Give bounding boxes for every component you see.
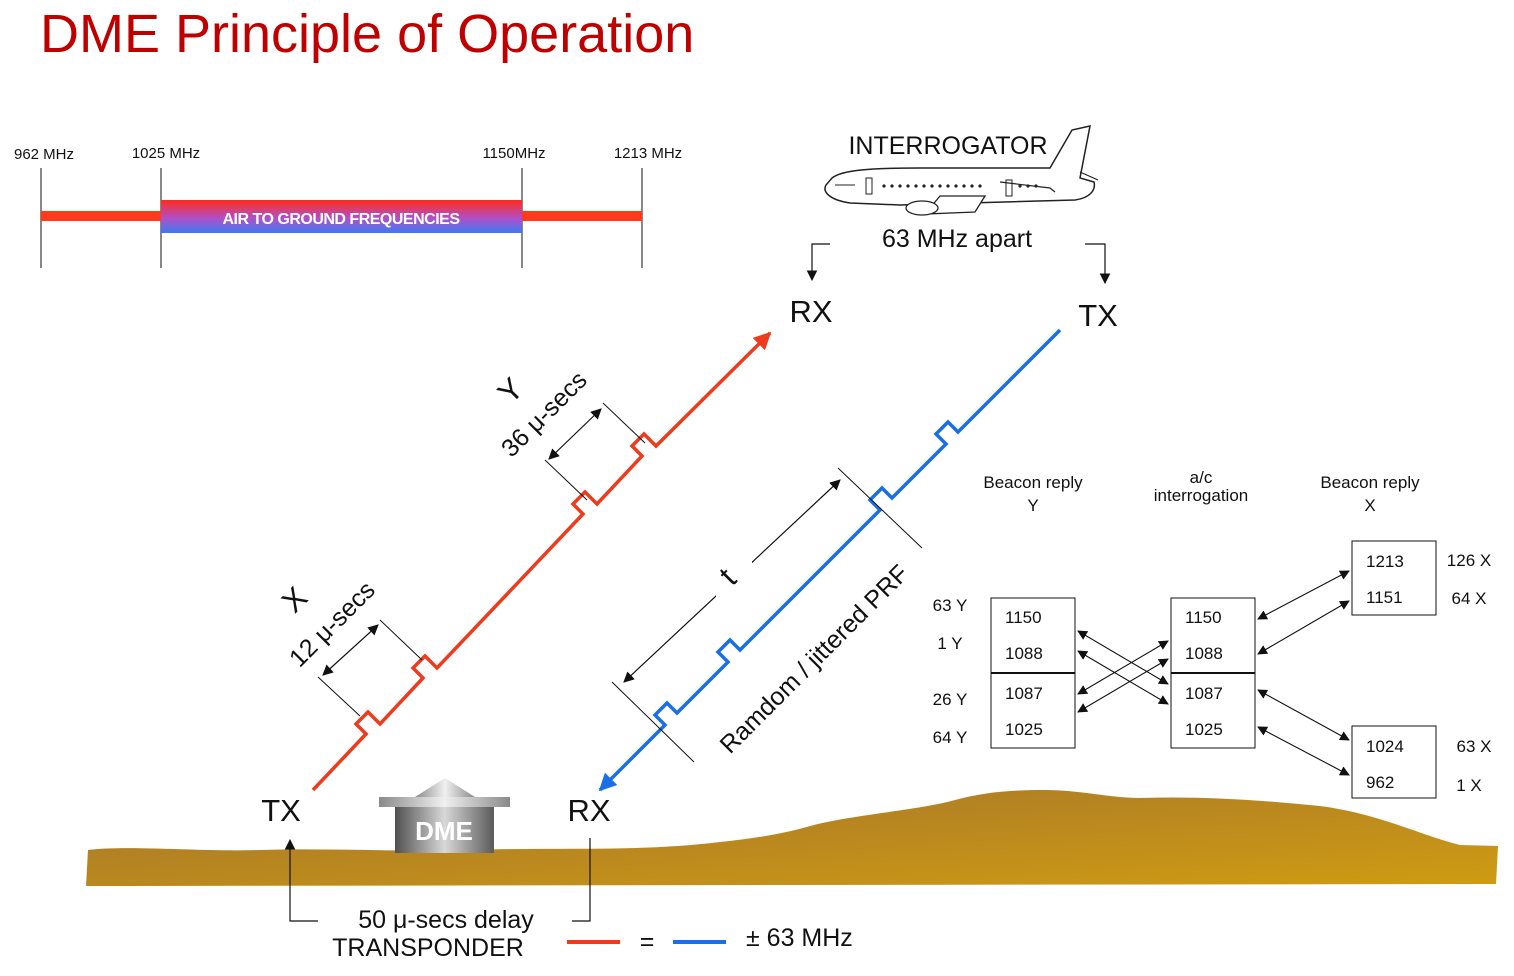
ground-terrain <box>86 790 1498 886</box>
band-label: AIR TO GROUND FREQUENCIES <box>223 211 461 228</box>
separation-label: 63 MHz apart <box>882 225 1032 253</box>
beacon-x-value: 1151 <box>1366 588 1403 607</box>
channel-63y: 63 Y <box>933 596 968 615</box>
air-to-ground-band <box>161 200 522 233</box>
y-spacing-dimension <box>544 402 646 501</box>
beacon-y-value: 1088 <box>1005 644 1043 663</box>
interrogation-value: 1088 <box>1185 644 1223 663</box>
interrogator-label: INTERROGATOR <box>848 132 1047 160</box>
freq-label-1150: 1150MHz <box>482 145 545 162</box>
interrogation-box: 1150 1088 1087 1025 <box>1170 597 1256 749</box>
transponder-label: TRANSPONDER <box>332 934 524 962</box>
interrogation-value: 1087 <box>1185 684 1223 703</box>
dme-station-label: DME <box>415 816 473 846</box>
freq-label-1213: 1213 MHz <box>614 145 682 162</box>
beacon-y-box: 1150 1088 1087 1025 <box>990 597 1076 749</box>
channel-1y: 1 Y <box>937 634 962 653</box>
freq-label-1025: 1025 MHz <box>132 145 200 162</box>
header-beacon-reply-y-line2: Y <box>1027 496 1038 515</box>
rx-bracket-arrow <box>806 243 830 282</box>
aircraft-rx-label: RX <box>789 294 832 329</box>
beacon-x-bottom-box: 1024 962 <box>1351 725 1437 799</box>
y-mode-arrows <box>1077 630 1169 713</box>
legend-text: ± 63 MHz <box>746 924 853 952</box>
header-beacon-reply-x-line2: X <box>1364 496 1375 515</box>
interrogation-value: 1025 <box>1185 720 1223 739</box>
page-title: DME Principle of Operation <box>40 4 694 64</box>
beacon-y-value: 1025 <box>1005 720 1043 739</box>
delay-bracket-right <box>572 838 591 922</box>
beacon-y-value: 1150 <box>1005 608 1042 627</box>
header-beacon-reply-x-line1: Beacon reply <box>1320 473 1420 492</box>
header-ac-interrogation-line2: interrogation <box>1154 486 1249 505</box>
x-spacing-dimension <box>317 619 423 717</box>
channel-26y: 26 Y <box>933 690 968 709</box>
channel-64x: 64 X <box>1452 589 1487 608</box>
beacon-y-value: 1087 <box>1005 684 1043 703</box>
header-ac-interrogation-line1: a/c <box>1190 468 1213 487</box>
channel-63x: 63 X <box>1457 737 1492 756</box>
beacon-x-value: 1213 <box>1366 552 1404 571</box>
y-mode-label: Y <box>491 371 530 410</box>
tx-bracket-arrow <box>1085 243 1111 285</box>
beacon-x-value: 962 <box>1366 773 1394 792</box>
channel-1x: 1 X <box>1456 776 1482 795</box>
delay-bracket-left <box>284 838 318 922</box>
x-mode-arrows <box>1257 570 1350 776</box>
aircraft-icon <box>824 125 1099 216</box>
header-beacon-reply-y-line1: Beacon reply <box>983 473 1083 492</box>
frequency-spectrum: AIR TO GROUND FREQUENCIES 962 MHz 1025 M… <box>14 145 682 268</box>
beacon-x-top-box: 1213 1151 <box>1351 540 1437 616</box>
beacon-reply-line <box>311 331 772 792</box>
ground-tx-label: TX <box>261 793 301 828</box>
freq-label-962: 962 MHz <box>14 146 74 163</box>
dme-station-icon: DME <box>379 778 510 853</box>
delay-label: 50 μ-secs delay <box>358 906 534 934</box>
ground-rx-label: RX <box>567 793 610 828</box>
interrogation-value: 1150 <box>1185 608 1222 627</box>
channel-64y: 64 Y <box>933 728 968 747</box>
legend-equals: = <box>640 928 655 956</box>
beacon-x-value: 1024 <box>1366 737 1404 756</box>
x-mode-label: X <box>275 580 315 620</box>
channel-126x: 126 X <box>1447 551 1491 570</box>
aircraft-tx-label: TX <box>1078 298 1118 333</box>
